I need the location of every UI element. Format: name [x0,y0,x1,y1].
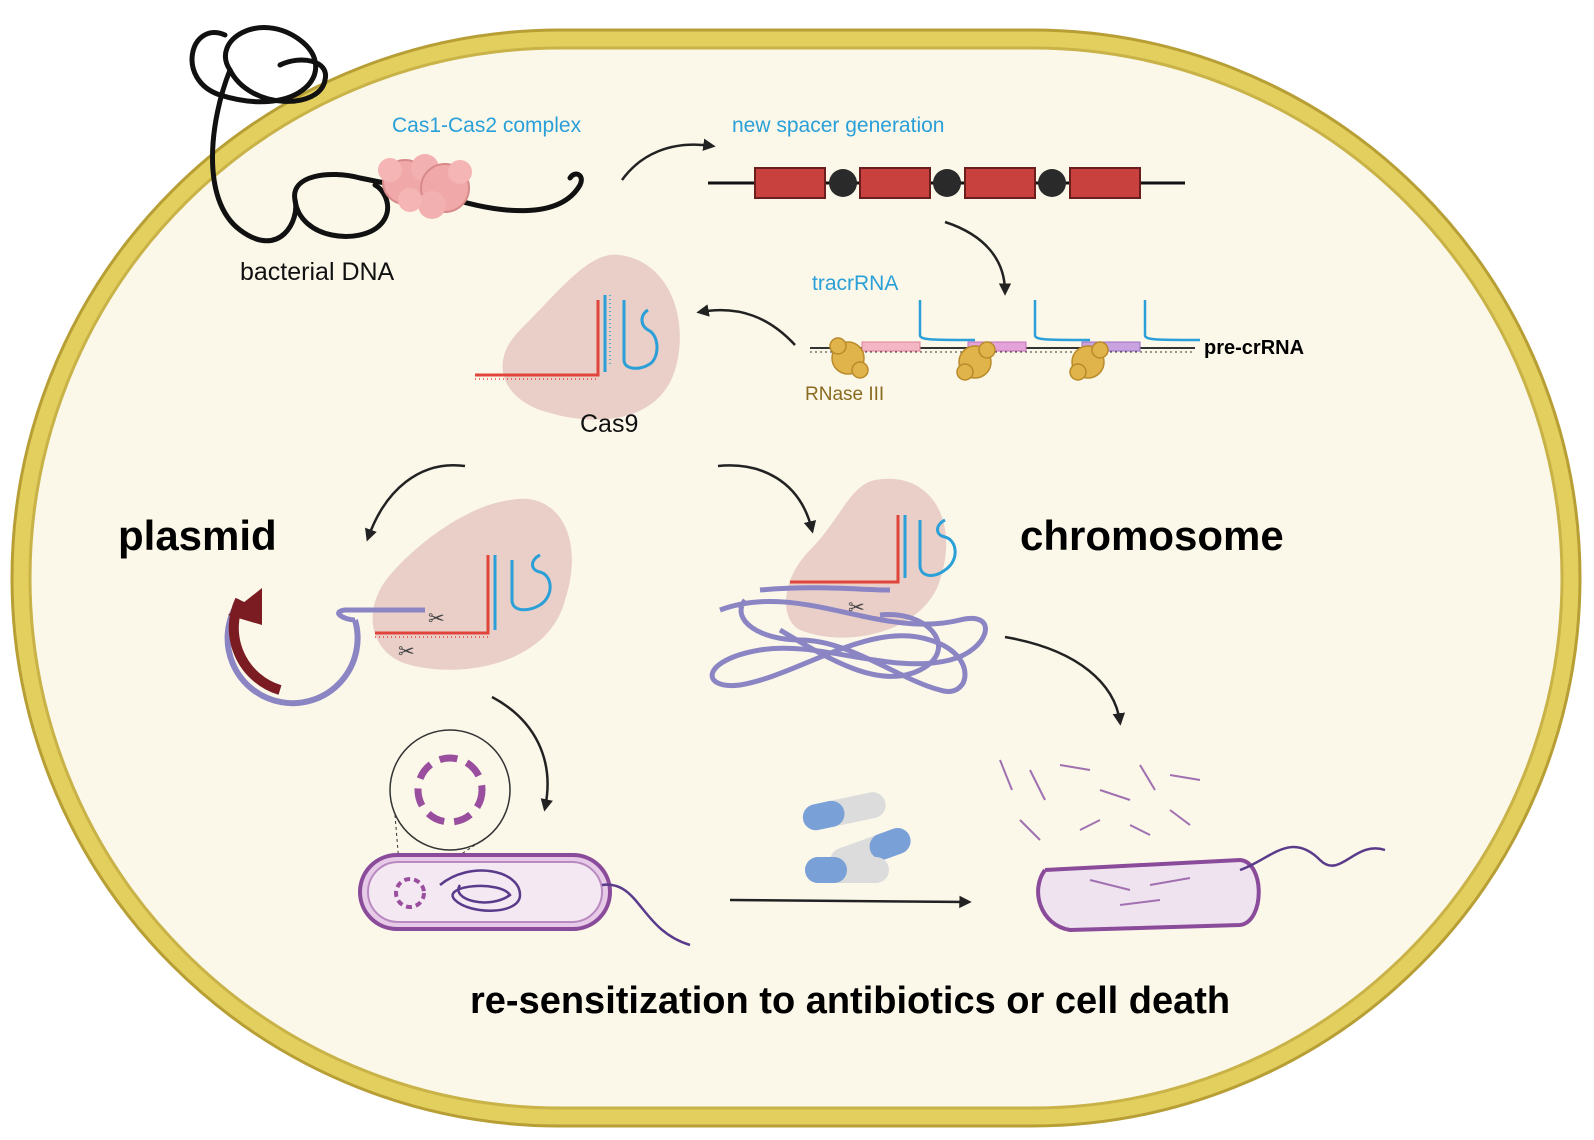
new-spacer-label: new spacer generation [732,114,945,137]
scissors-icon: ✂ [398,641,415,663]
scissors-icon: ✂ [848,597,865,619]
pre-crrna-strand [810,300,1201,381]
spacer-block [964,167,1036,199]
arrow-to-precrrna [944,220,1012,296]
plasmid-label: plasmid [118,512,277,559]
resistance-gene-arrow [228,588,262,625]
spacer-block [1069,167,1141,199]
arrow-to-death [729,895,972,909]
arrow-to-bacterium-plasmid [491,695,553,812]
cas1-cas2-label: Cas1-Cas2 complex [392,114,582,137]
pre-crrna-label: pre-crRNA [1204,337,1305,359]
repeat-dot [829,169,857,197]
antibiotic-pills-icon [802,792,911,883]
tracrrna-strands [918,300,1201,342]
bacterial-dna-strand [189,25,584,244]
repeat-dot [1038,169,1066,197]
crispr-array [708,167,1185,199]
arrow-to-cell-death [1004,635,1126,726]
outcome-label: re-sensitization to antibiotics or cell … [470,980,1231,1022]
arrow-to-spacer [620,138,716,181]
cas9-label: Cas9 [580,410,639,438]
scissors-icon: ✂ [428,608,445,630]
cas9-complex-top [475,254,680,420]
spacer-block [754,167,826,199]
tracrrna-label: tracrRNA [812,272,899,295]
arrow-to-plasmid [365,463,466,542]
chromosome-targeting: ✂ [709,478,988,694]
rnase-iii-label: RNase III [805,384,885,405]
bacterium-lysed [999,759,1386,933]
bacterial-dna-label: bacterial DNA [240,258,395,286]
bacterium-cured [358,729,691,947]
cas1-cas2-complex-icon [378,154,472,219]
arrow-to-chromosome [717,464,817,534]
arrow-to-cas9 [696,304,796,346]
spacer-block [859,167,931,199]
repeat-dot [933,169,961,197]
plasmid-targeting: ✂ ✂ [224,498,572,707]
rnase-iii-icon [829,337,1109,381]
chromosome-label: chromosome [1020,512,1284,559]
